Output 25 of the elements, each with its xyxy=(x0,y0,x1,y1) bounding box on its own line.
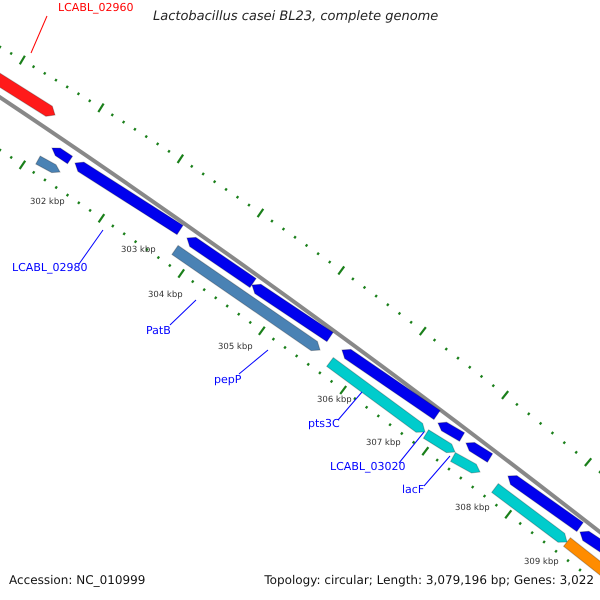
leader-line xyxy=(170,300,196,326)
gene-label: LCABL_02980 xyxy=(12,262,88,275)
gene-label: pts3C xyxy=(308,418,340,431)
leader-line xyxy=(78,230,104,264)
leader-line xyxy=(398,432,424,464)
leader-line xyxy=(30,16,48,54)
scale-label: 308 kbp xyxy=(455,504,490,514)
scale-label: 303 kbp xyxy=(121,246,156,256)
gene-label: lacF xyxy=(402,484,424,497)
scale-label: 304 kbp xyxy=(148,291,183,301)
scale-label: 305 kbp xyxy=(218,343,253,353)
gene-label: pepP xyxy=(214,374,242,387)
scale-label: 309 kbp xyxy=(524,558,559,568)
leader-line xyxy=(238,350,268,374)
scale-label: 307 kbp xyxy=(366,439,401,449)
accession-text: Accession: NC_010999 xyxy=(9,574,146,588)
gene-label: LCABL_03020 xyxy=(330,461,406,474)
genome-summary-text: Topology: circular; Length: 3,079,196 bp; Genes: 3,022 xyxy=(264,574,594,588)
gene-label: PatB xyxy=(146,325,171,338)
scale-label: 302 kbp xyxy=(30,198,65,208)
leader-line xyxy=(424,456,450,486)
scale-label: 306 kbp xyxy=(317,396,352,406)
map-title: Lactobacillus casei BL23, complete genome xyxy=(153,10,438,25)
gene-label: LCABL_02960 xyxy=(58,2,134,15)
leader-line xyxy=(338,392,362,420)
